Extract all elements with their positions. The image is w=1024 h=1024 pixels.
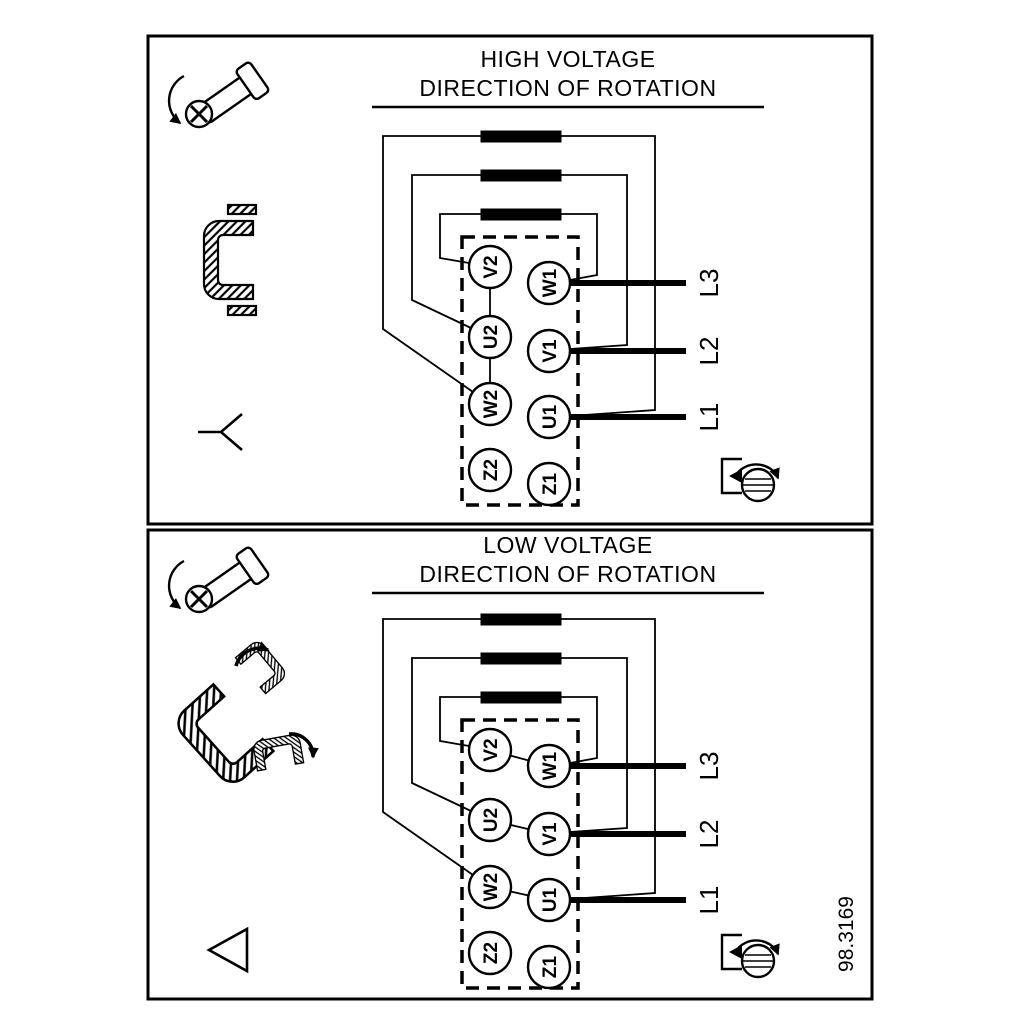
svg-text:V2: V2 <box>481 255 502 278</box>
panel-title-line2: DIRECTION OF ROTATION <box>419 561 716 587</box>
winding-wires <box>382 135 656 417</box>
terminal-z1: Z1 <box>526 461 572 507</box>
delta-symbol-icon <box>206 926 249 974</box>
terminal-z1: Z1 <box>526 944 572 990</box>
svg-text:V1: V1 <box>540 822 561 846</box>
screw-icon <box>169 546 270 615</box>
svg-text:Z2: Z2 <box>481 942 502 964</box>
jumper-icon <box>202 203 258 317</box>
svg-text:Z2: Z2 <box>481 459 502 481</box>
svg-text:W1: W1 <box>540 751 561 780</box>
supply-line-l1: L1 <box>570 886 724 915</box>
svg-text:W1: W1 <box>540 268 561 297</box>
supply-line-l2: L2 <box>570 337 724 366</box>
terminal-v2: V2 <box>467 727 513 773</box>
terminal-w1: W1 <box>526 743 572 789</box>
terminal-z2: Z2 <box>467 447 513 493</box>
jumpers-removed-icon <box>170 638 319 791</box>
terminal-v2: V2 <box>467 244 513 290</box>
svg-text:Z1: Z1 <box>540 955 561 978</box>
svg-text:U2: U2 <box>481 325 502 349</box>
svg-text:V1: V1 <box>540 339 561 363</box>
panel-border <box>146 528 874 1001</box>
terminal-box <box>460 718 580 990</box>
svg-text:U2: U2 <box>481 808 502 832</box>
motor-windings <box>480 613 562 704</box>
panel-title-line2: DIRECTION OF ROTATION <box>419 75 716 101</box>
screw-icon <box>169 61 270 130</box>
supply-label-l3: L3 <box>694 269 724 298</box>
terminal-v1: V1 <box>526 328 572 374</box>
panel-title-line1: HIGH VOLTAGE <box>480 46 655 72</box>
panel-border <box>146 34 874 526</box>
terminal-u1: U1 <box>526 877 572 923</box>
star-symbol-icon <box>198 413 243 451</box>
svg-text:Z1: Z1 <box>540 472 561 495</box>
supply-label-l1: L1 <box>694 403 724 432</box>
svg-text:W2: W2 <box>481 873 502 902</box>
terminal-u2: U2 <box>467 314 513 360</box>
winding-wires <box>382 618 656 900</box>
motor-windings <box>480 130 562 221</box>
figure-number: 98.3169 <box>835 896 858 972</box>
svg-text:V2: V2 <box>481 738 502 761</box>
rotation-direction-icon <box>722 935 778 977</box>
terminal-z2: Z2 <box>467 930 513 976</box>
terminal-w2: W2 <box>467 381 513 427</box>
svg-text:U1: U1 <box>540 887 561 912</box>
supply-label-l2: L2 <box>694 820 724 849</box>
supply-label-l2: L2 <box>694 337 724 366</box>
svg-text:U1: U1 <box>540 404 561 429</box>
supply-label-l1: L1 <box>694 886 724 915</box>
supply-label-l3: L3 <box>694 752 724 781</box>
terminal-v1: V1 <box>526 811 572 857</box>
low-voltage-panel: LOW VOLTAGE DIRECTION OF ROTATION L3 <box>146 528 874 1001</box>
high-voltage-panel: HIGH VOLTAGE DIRECTION OF ROTATION L3 <box>146 34 874 526</box>
terminal-u2: U2 <box>467 797 513 843</box>
rotation-direction-icon <box>722 459 778 501</box>
panel-title-line1: LOW VOLTAGE <box>483 532 653 558</box>
supply-line-l1: L1 <box>570 403 724 432</box>
supply-line-l3: L3 <box>570 269 724 298</box>
svg-text:W2: W2 <box>481 390 502 419</box>
supply-line-l3: L3 <box>570 752 724 781</box>
terminal-u1: U1 <box>526 394 572 440</box>
terminal-w1: W1 <box>526 260 572 306</box>
terminal-w2: W2 <box>467 864 513 910</box>
supply-line-l2: L2 <box>570 820 724 849</box>
terminal-box <box>460 235 580 507</box>
